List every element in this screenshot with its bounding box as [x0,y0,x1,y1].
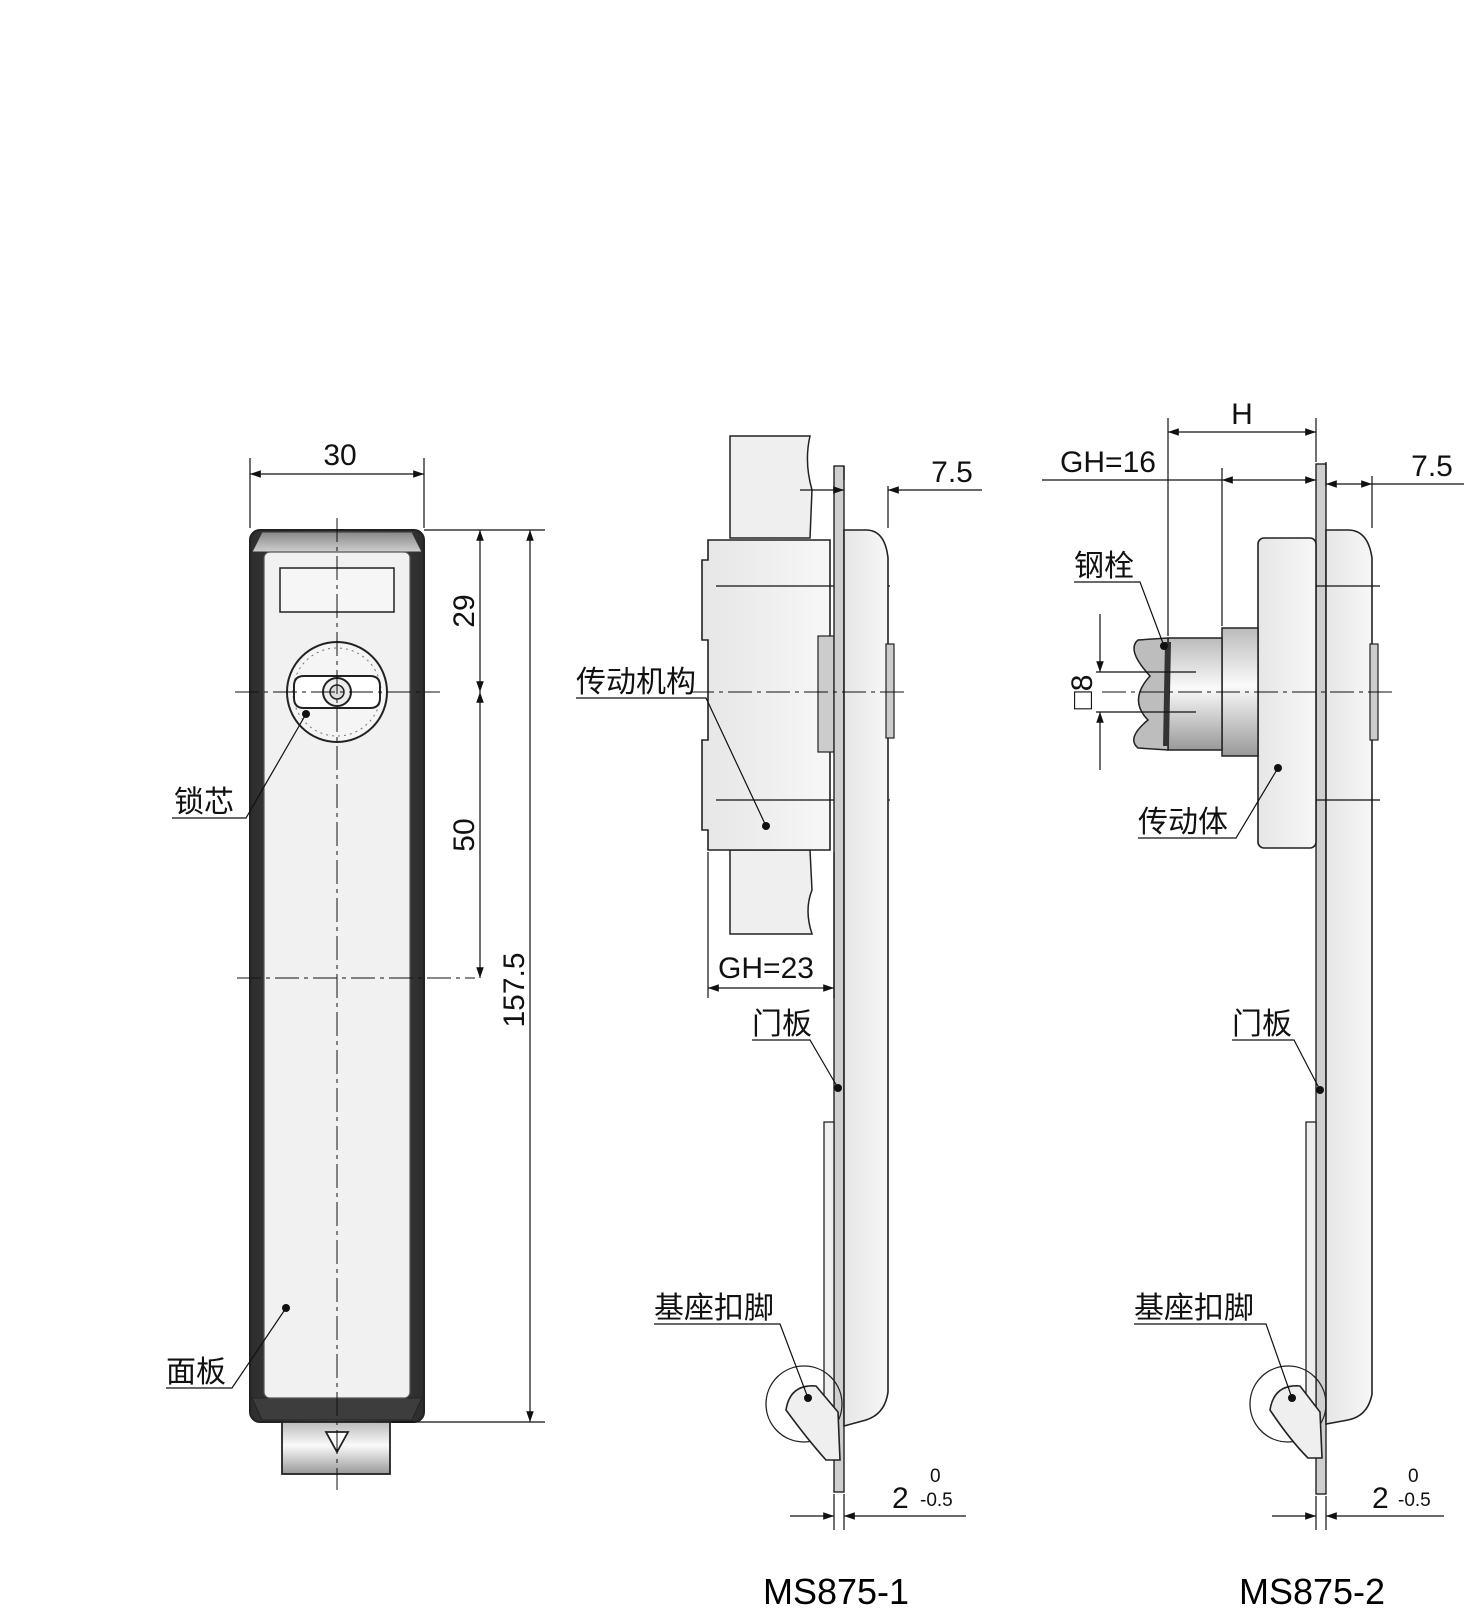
upper-door-slab [729,435,813,539]
tol-upper-2: 0 [1408,1466,1419,1487]
drive-mechanism [701,539,831,851]
base-clip [765,1365,843,1461]
panel-body-profile-2 [1325,529,1373,1425]
side-view-2: H GH=16 7.5 □8 钢栓 传动体 门板 基座扣脚 2 [1042,398,1464,1612]
label-base-clip-1: 基座扣脚 [654,1291,774,1326]
model-label-2: MS875-2 [1239,1571,1385,1612]
dim-offset-1: 7.5 [931,456,973,489]
drive-body [1257,537,1317,849]
inner-plug [817,635,835,753]
label-bolt: 钢栓 [1074,549,1134,584]
door-plate [833,465,845,1493]
dim-h: H [1231,398,1253,431]
lower-door-slab [729,849,814,935]
side-view-1: 7.5 GH=23 传动机构 门板 基座扣脚 2 0 -0.5 MS875-1 [576,435,982,1612]
steel-bolt [1133,637,1169,751]
label-mechanism: 传动机构 [576,665,696,700]
dim-gh-2: GH=16 [1060,446,1156,479]
dim-core-to-mount: 50 [448,818,481,851]
dim-square: □8 [1066,675,1099,710]
tol-nominal-2: 2 [1372,1482,1389,1515]
label-drive-body: 传动体 [1138,805,1228,840]
label-door-1: 门板 [752,1007,812,1042]
label-base-clip-2: 基座扣脚 [1134,1291,1254,1326]
door-plate-2 [1315,463,1327,1495]
base-clip-2 [1249,1365,1327,1459]
panel-knob [885,643,895,739]
dim-gh-1: GH=23 [718,952,814,985]
bolt-collar [1167,637,1223,751]
lower-clip-plate-2 [1305,1121,1317,1425]
label-lock-core: 锁芯 [174,785,234,820]
label-door-2: 门板 [1232,1007,1292,1042]
label-panel: 面板 [166,1355,226,1390]
dim-top-to-core: 29 [448,594,481,627]
panel-body-profile [843,529,889,1428]
tol-upper-1: 0 [930,1466,941,1487]
model-label-1: MS875-1 [763,1571,909,1612]
dim-width: 30 [323,439,356,472]
front-view: 30 29 50 157.5 锁芯 面板 [166,439,545,1490]
tol-nominal-1: 2 [892,1482,909,1515]
dim-total-height: 157.5 [498,952,531,1027]
dim-offset-2: 7.5 [1411,450,1453,483]
tol-lower-2: -0.5 [1398,1490,1431,1511]
tol-lower-1: -0.5 [920,1490,953,1511]
